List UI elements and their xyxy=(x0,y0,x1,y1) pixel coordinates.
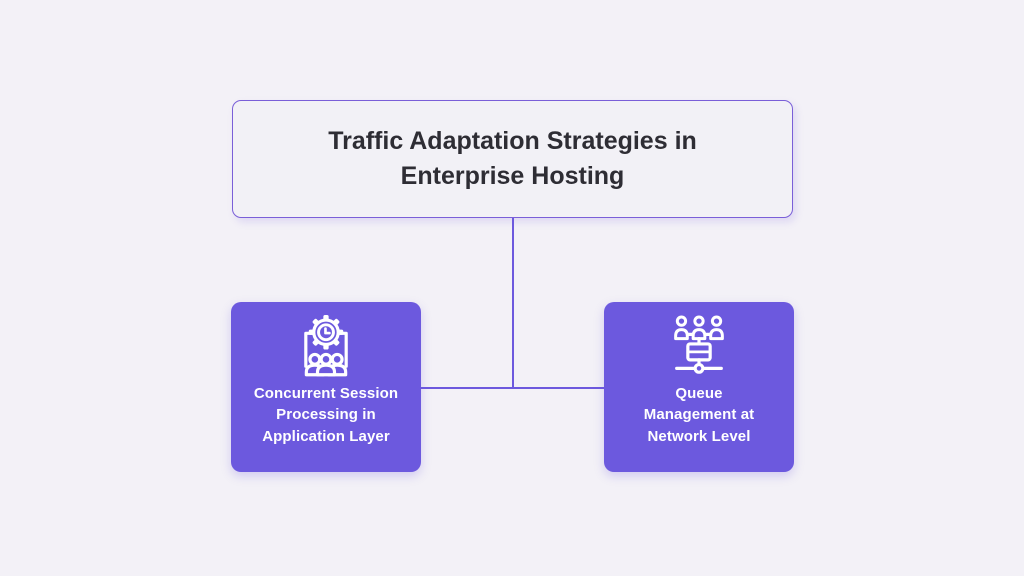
child-node-concurrent-session: Concurrent Session Processing in Applica… xyxy=(231,302,421,472)
clock-face xyxy=(317,323,335,342)
people-group xyxy=(304,352,348,377)
queue-network-people-icon xyxy=(674,315,724,374)
connector-horizontal xyxy=(421,387,605,389)
clock-hands xyxy=(324,327,331,335)
root-node-title: Traffic Adaptation Strategies in Enterpr… xyxy=(328,126,697,191)
connector-vertical xyxy=(512,218,514,388)
child-node-queue-management: Queue Management at Network Level xyxy=(604,302,794,472)
concurrent-sessions-gear-clock-icon xyxy=(304,314,348,377)
child-node-label: Concurrent Session Processing in Applica… xyxy=(253,385,399,445)
network-node xyxy=(693,362,705,374)
child-node-label: Queue Management at Network Level xyxy=(643,385,755,445)
people-group xyxy=(674,315,724,341)
root-node: Traffic Adaptation Strategies in Enterpr… xyxy=(232,100,793,218)
